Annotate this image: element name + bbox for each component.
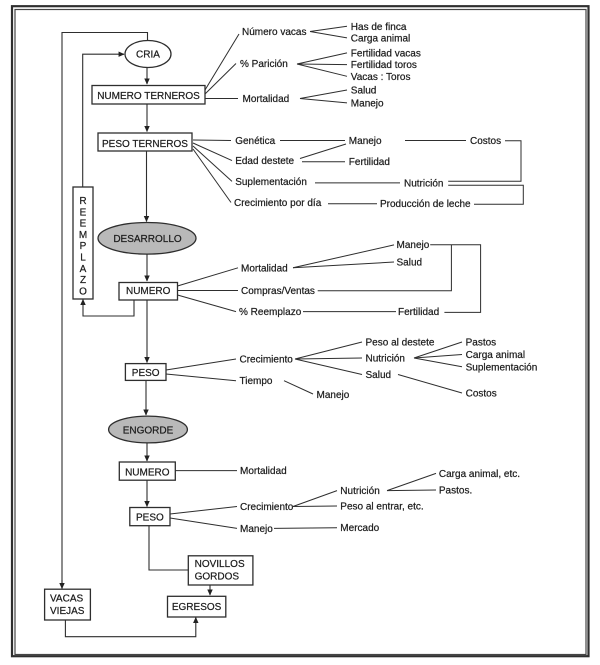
svg-text:P: P <box>80 241 87 252</box>
svg-text:Manejo: Manejo <box>240 524 273 535</box>
svg-text:Mortalidad: Mortalidad <box>241 263 288 274</box>
svg-text:O: O <box>79 286 87 297</box>
svg-text:CRIA: CRIA <box>136 50 160 61</box>
svg-text:Suplementación: Suplementación <box>235 177 307 188</box>
svg-text:VACAS: VACAS <box>50 593 83 604</box>
svg-text:Salud: Salud <box>397 258 423 269</box>
svg-text:A: A <box>80 264 87 275</box>
svg-text:Mercado: Mercado <box>340 523 379 534</box>
svg-text:Mortalidad: Mortalidad <box>243 94 290 105</box>
svg-text:NUMERO TERNEROS: NUMERO TERNEROS <box>97 91 200 102</box>
svg-text:Edad destete: Edad destete <box>235 156 294 167</box>
svg-text:Mortalidad: Mortalidad <box>240 466 287 477</box>
svg-text:EGRESOS: EGRESOS <box>172 602 222 613</box>
svg-text:Vacas : Toros: Vacas : Toros <box>351 72 411 83</box>
svg-text:Fertilidad toros: Fertilidad toros <box>351 60 417 71</box>
svg-text:Suplementación: Suplementación <box>466 362 538 373</box>
svg-text:Costos: Costos <box>466 389 497 400</box>
svg-text:Carga animal: Carga animal <box>466 350 525 361</box>
svg-text:M: M <box>79 230 87 241</box>
svg-text:Costos: Costos <box>470 136 501 147</box>
svg-text:GORDOS: GORDOS <box>195 572 240 583</box>
svg-text:Carga animal: Carga animal <box>351 34 410 45</box>
svg-text:% Parición: % Parición <box>240 59 288 70</box>
svg-text:Fertilidad: Fertilidad <box>398 307 439 318</box>
svg-text:E: E <box>80 219 87 230</box>
svg-text:E: E <box>80 207 87 218</box>
svg-text:Fertilidad: Fertilidad <box>349 157 390 168</box>
svg-text:Compras/Ventas: Compras/Ventas <box>241 286 315 297</box>
svg-text:PESO TERNEROS: PESO TERNEROS <box>102 139 188 150</box>
svg-text:Manejo: Manejo <box>349 136 382 147</box>
svg-text:Manejo: Manejo <box>351 99 384 110</box>
svg-text:NUMERO: NUMERO <box>125 468 170 479</box>
svg-text:L: L <box>80 253 86 264</box>
svg-text:Producción de leche: Producción de leche <box>380 199 471 210</box>
svg-text:VIEJAS: VIEJAS <box>50 606 85 617</box>
svg-text:% Reemplazo: % Reemplazo <box>239 307 302 318</box>
svg-text:Salud: Salud <box>351 86 377 97</box>
svg-text:PESO: PESO <box>132 368 160 379</box>
svg-text:ENGORDE: ENGORDE <box>123 425 174 436</box>
svg-text:Número vacas: Número vacas <box>242 27 306 38</box>
svg-text:Has de finca: Has de finca <box>351 22 407 33</box>
svg-text:DESARROLLO: DESARROLLO <box>113 234 182 245</box>
svg-text:Genética: Genética <box>235 136 275 147</box>
svg-text:Crecimiento: Crecimiento <box>240 502 294 513</box>
svg-text:Carga animal, etc.: Carga animal, etc. <box>439 469 520 480</box>
svg-text:R: R <box>79 196 86 207</box>
svg-text:Nutrición: Nutrición <box>340 486 379 497</box>
svg-text:Crecimiento: Crecimiento <box>240 355 294 366</box>
svg-text:NUMERO: NUMERO <box>126 286 171 297</box>
svg-text:Manejo: Manejo <box>317 390 350 401</box>
svg-text:Peso al destete: Peso al destete <box>366 338 435 349</box>
svg-text:Pastos: Pastos <box>466 338 497 349</box>
svg-text:Nutrición: Nutrición <box>366 354 405 365</box>
svg-text:PESO: PESO <box>136 513 164 524</box>
svg-text:Fertilidad vacas: Fertilidad vacas <box>351 49 421 60</box>
svg-text:NOVILLOS: NOVILLOS <box>195 559 245 570</box>
svg-text:Z: Z <box>80 275 86 286</box>
svg-text:Pastos.: Pastos. <box>439 486 472 497</box>
svg-text:Salud: Salud <box>366 370 392 381</box>
svg-text:Crecimiento por día: Crecimiento por día <box>234 198 322 209</box>
svg-text:Tiempo: Tiempo <box>240 376 273 387</box>
svg-text:Nutrición: Nutrición <box>404 178 443 189</box>
svg-text:Peso al entrar, etc.: Peso al entrar, etc. <box>340 502 423 513</box>
svg-text:Manejo: Manejo <box>397 240 430 251</box>
